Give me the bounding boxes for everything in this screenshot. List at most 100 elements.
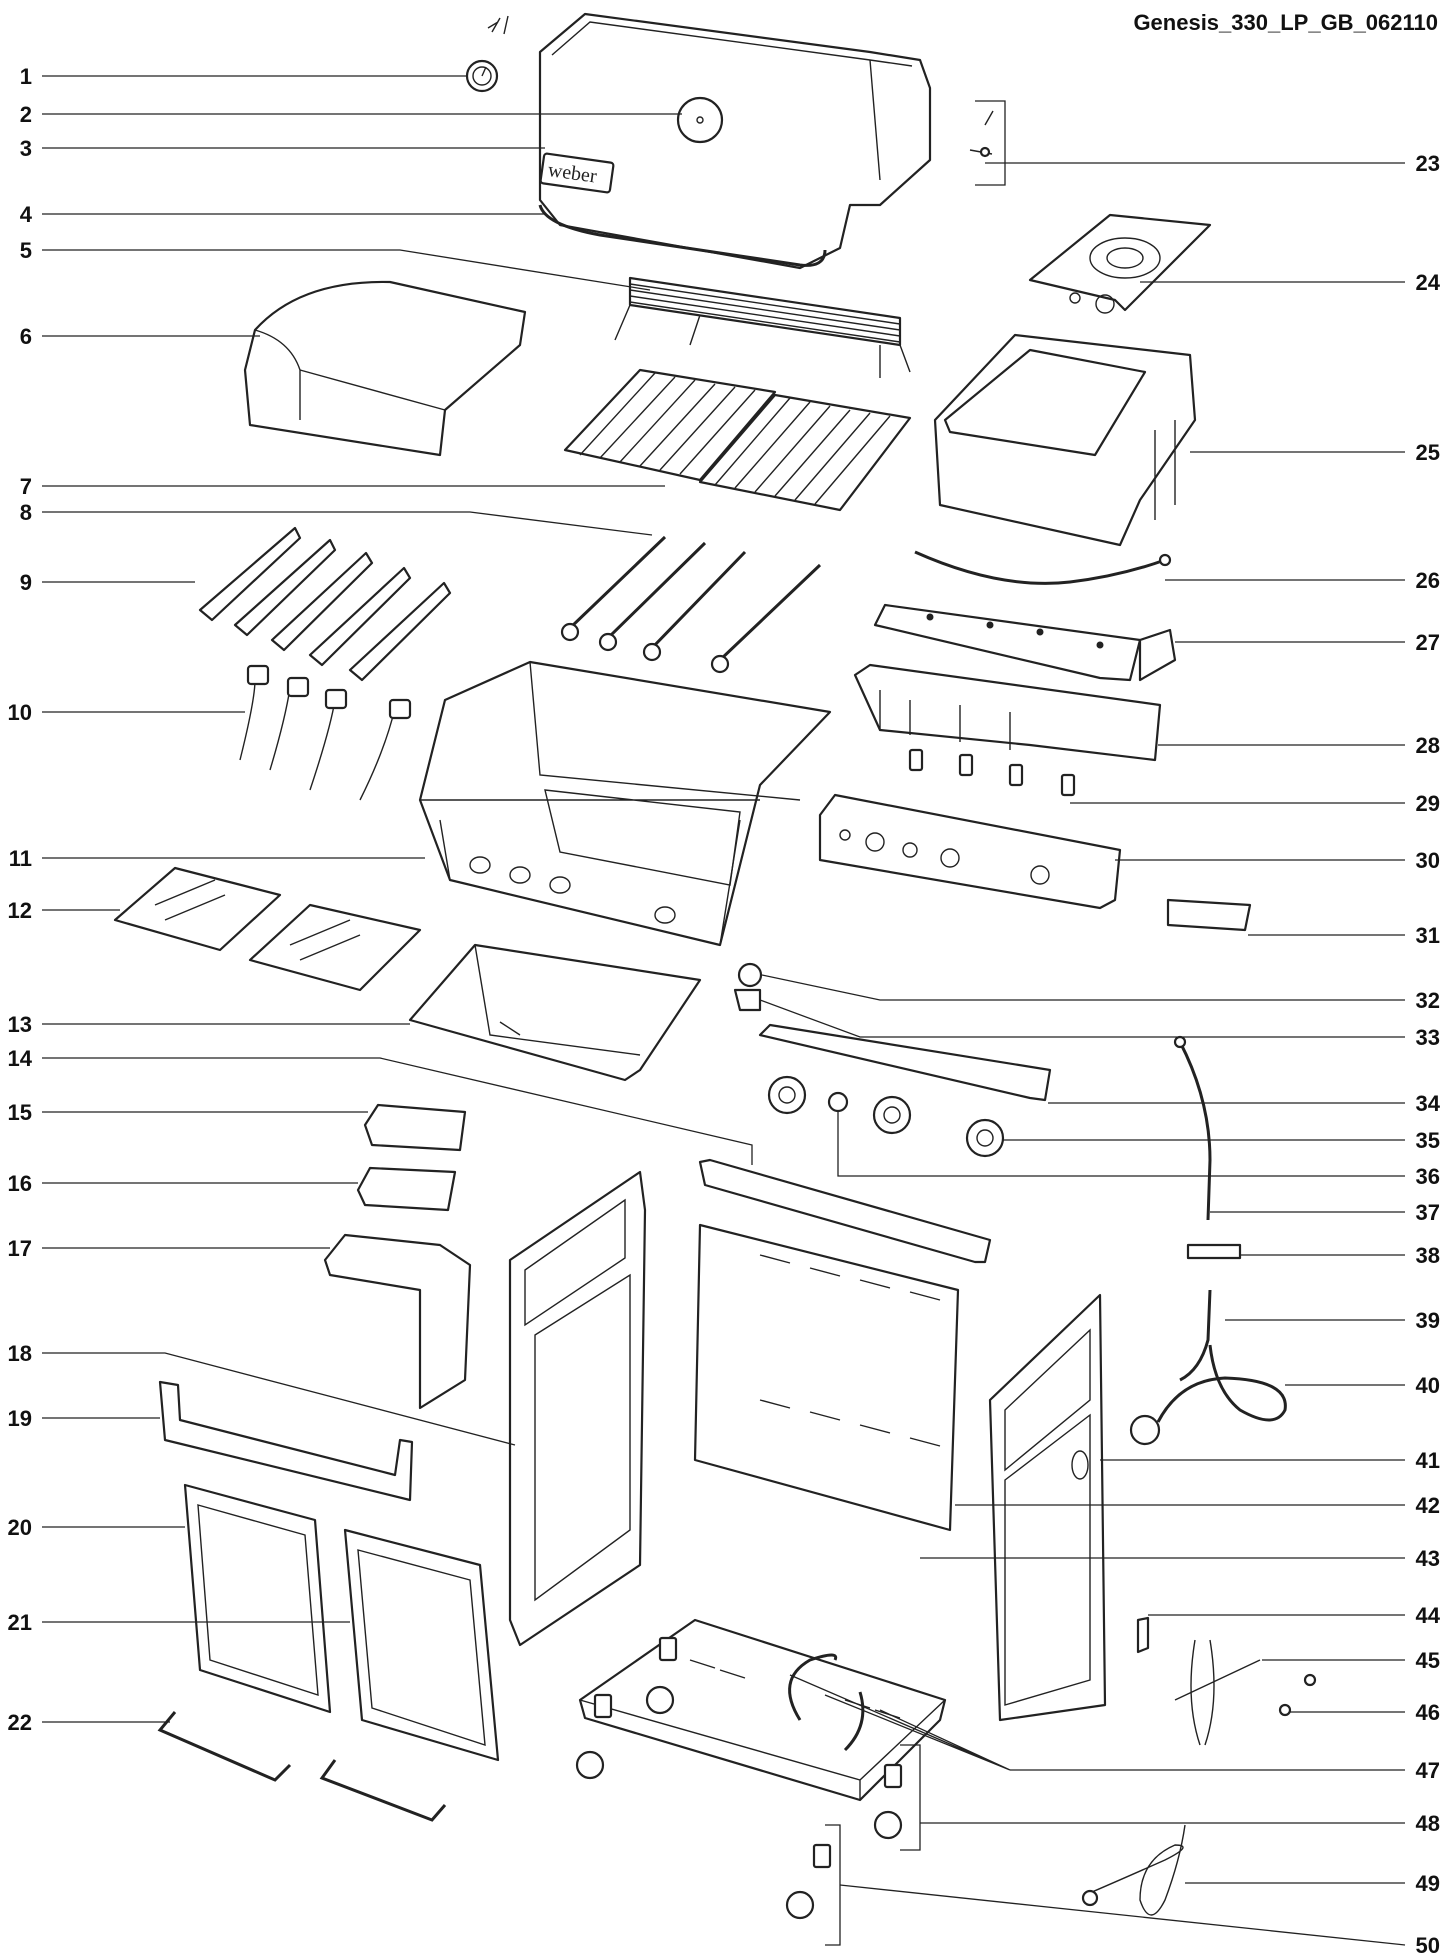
part-flavorizer-bars (198, 526, 452, 682)
callout-39: 39 (1416, 1308, 1440, 1333)
callout-10: 10 (8, 700, 32, 725)
part-side-burner-housing (933, 333, 1197, 547)
part-screws-23 (969, 110, 994, 158)
part-valves (908, 748, 1076, 797)
callout-29: 29 (1416, 791, 1440, 816)
leader-line-32 (761, 974, 1405, 1001)
callout-36: 36 (1416, 1164, 1440, 1189)
callout-41: 41 (1416, 1448, 1440, 1473)
callout-28: 28 (1416, 733, 1440, 758)
callout-labels: 1234567891011121314151617181920212223242… (8, 64, 1441, 1956)
callout-17: 17 (8, 1236, 32, 1261)
callout-7: 7 (20, 474, 32, 499)
callout-2: 2 (20, 102, 32, 127)
part-igniter (733, 962, 763, 1012)
callout-47: 47 (1416, 1758, 1440, 1783)
callout-20: 20 (8, 1515, 32, 1540)
callout-5: 5 (20, 238, 32, 263)
bracket-line-50 (825, 1824, 841, 1946)
callout-26: 26 (1416, 568, 1440, 593)
callout-4: 4 (20, 202, 33, 227)
part-thermometer (465, 15, 509, 93)
part-drip-trays (323, 1103, 472, 1410)
part-warming-rack (614, 276, 911, 378)
callout-35: 35 (1416, 1128, 1440, 1153)
callout-6: 6 (20, 324, 32, 349)
part-front-frame (158, 1380, 414, 1502)
callout-48: 48 (1416, 1811, 1440, 1836)
part-control-bracket (758, 1023, 1052, 1102)
callout-18: 18 (8, 1341, 32, 1366)
callout-22: 22 (8, 1710, 32, 1735)
callout-24: 24 (1416, 270, 1441, 295)
part-heat-shield (853, 663, 1162, 762)
callout-8: 8 (20, 500, 32, 525)
leader-line-14 (42, 1057, 753, 1165)
part-cooking-grates (563, 368, 912, 512)
part-heat-deflectors (113, 866, 422, 992)
leader-lines (42, 75, 1406, 1946)
callout-30: 30 (1416, 848, 1440, 873)
callout-15: 15 (8, 1100, 32, 1125)
bracket-line-48 (900, 1744, 921, 1851)
callout-12: 12 (8, 898, 32, 923)
callout-13: 13 (8, 1012, 32, 1037)
callout-9: 9 (20, 570, 32, 595)
callout-38: 38 (1416, 1243, 1440, 1268)
part-catch-pan (408, 943, 702, 1082)
part-retaining-ring (788, 1653, 865, 1752)
leader-line-50 (839, 1884, 1406, 1946)
part-back-panel (693, 1223, 960, 1532)
part-casters (575, 1636, 903, 1920)
callout-27: 27 (1416, 630, 1440, 655)
part-hose-37 (1173, 1035, 1212, 1221)
part-door-handles (157, 1711, 447, 1822)
parts-illustration: weber (113, 12, 1317, 1920)
callout-16: 16 (8, 1171, 32, 1196)
callout-31: 31 (1416, 923, 1440, 948)
diagram-title: Genesis_330_LP_GB_062110 (1133, 10, 1438, 35)
callout-40: 40 (1416, 1373, 1440, 1398)
leader-line-36 (837, 1112, 1405, 1177)
callout-1: 1 (20, 64, 32, 89)
callout-45: 45 (1416, 1648, 1440, 1673)
callout-21: 21 (8, 1610, 32, 1635)
callout-25: 25 (1416, 440, 1440, 465)
bracket-line-47 (789, 1674, 1011, 1771)
bracket-line-23 (975, 100, 1006, 186)
callout-49: 49 (1416, 1871, 1440, 1896)
callout-34: 34 (1416, 1091, 1441, 1116)
part-side-table (243, 280, 527, 457)
callout-23: 23 (1416, 151, 1440, 176)
part-control-panel (818, 793, 1122, 910)
part-side-burner (1028, 213, 1212, 314)
leader-line-5 (42, 249, 651, 291)
callout-50: 50 (1416, 1933, 1440, 1956)
part-tank-hook (1136, 1616, 1317, 1746)
part-name-plate (1166, 898, 1252, 932)
part-burner-tubes (560, 535, 822, 674)
callout-42: 42 (1416, 1493, 1440, 1518)
callout-19: 19 (8, 1406, 32, 1431)
callout-11: 11 (9, 846, 32, 871)
callout-43: 43 (1416, 1546, 1440, 1571)
callout-3: 3 (20, 136, 32, 161)
callout-46: 46 (1416, 1700, 1440, 1725)
part-igniter-wires (239, 664, 412, 801)
part-side-burner-hose (914, 550, 1172, 585)
part-lid: weber (538, 12, 932, 270)
leader-line-33 (759, 999, 1405, 1038)
part-manifold (873, 603, 1177, 682)
part-doors (183, 1483, 500, 1762)
leader-line-8 (42, 511, 653, 536)
part-left-cart-panel (508, 1170, 647, 1647)
part-cookbox (418, 660, 832, 947)
callout-14: 14 (8, 1046, 33, 1071)
part-knobs (767, 1075, 1005, 1158)
callout-44: 44 (1416, 1603, 1441, 1628)
leader-line-18 (42, 1352, 516, 1446)
part-regulator (1129, 1243, 1287, 1446)
callout-33: 33 (1416, 1025, 1440, 1050)
part-cable (1081, 1824, 1186, 1916)
